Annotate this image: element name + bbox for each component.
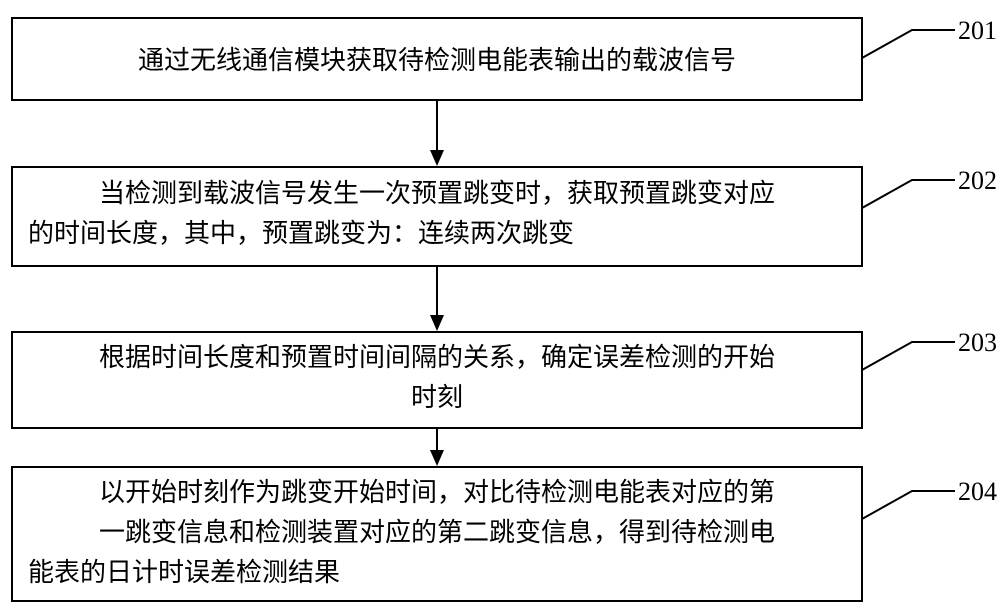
step-202: 当检测到载波信号发生一次预置跳变时，获取预置跳变对应 的时间长度，其中，预置跳变… — [11, 166, 997, 267]
step-204-line-2: 一跳变信息和检测装置对应的第二跳变信息，得到待检测电 — [99, 518, 775, 548]
step-box-204 — [11, 466, 863, 602]
arrow-202-203 — [430, 266, 444, 331]
step-203-connector — [861, 341, 955, 371]
step-204-line-3: 能表的日计时误差检测结果 — [28, 558, 340, 588]
step-203-line-2: 时刻 — [411, 383, 463, 413]
step-201-line-1: 通过无线通信模块获取待检测电能表输出的载波信号 — [138, 46, 736, 76]
arrow-201-202 — [430, 100, 444, 166]
arrow-203-204 — [430, 428, 444, 466]
step-box-202 — [11, 166, 863, 267]
step-202-number: 202 — [958, 166, 997, 195]
step-203-line-1: 根据时间长度和预置时间间隔的关系，确定误差检测的开始 — [99, 343, 775, 373]
step-204-line-1: 以开始时刻作为跳变开始时间，对比待检测电能表对应的第 — [99, 478, 775, 508]
step-204-connector — [861, 490, 955, 520]
step-204-number: 204 — [958, 477, 997, 506]
step-203: 根据时间长度和预置时间间隔的关系，确定误差检测的开始 时刻 203 — [11, 328, 997, 429]
step-203-number: 203 — [958, 328, 997, 357]
step-201-number: 201 — [958, 16, 997, 45]
step-202-line-2: 的时间长度，其中，预置跳变为：连续两次跳变 — [28, 219, 574, 249]
step-202-line-1: 当检测到载波信号发生一次预置跳变时，获取预置跳变对应 — [99, 179, 775, 209]
step-box-201 — [11, 17, 863, 101]
step-204: 以开始时刻作为跳变开始时间，对比待检测电能表对应的第 一跳变信息和检测装置对应的… — [11, 466, 997, 602]
step-box-203 — [11, 331, 863, 429]
step-201-connector — [861, 29, 955, 59]
step-202-connector — [861, 179, 955, 209]
step-201: 通过无线通信模块获取待检测电能表输出的载波信号 201 — [11, 16, 997, 101]
